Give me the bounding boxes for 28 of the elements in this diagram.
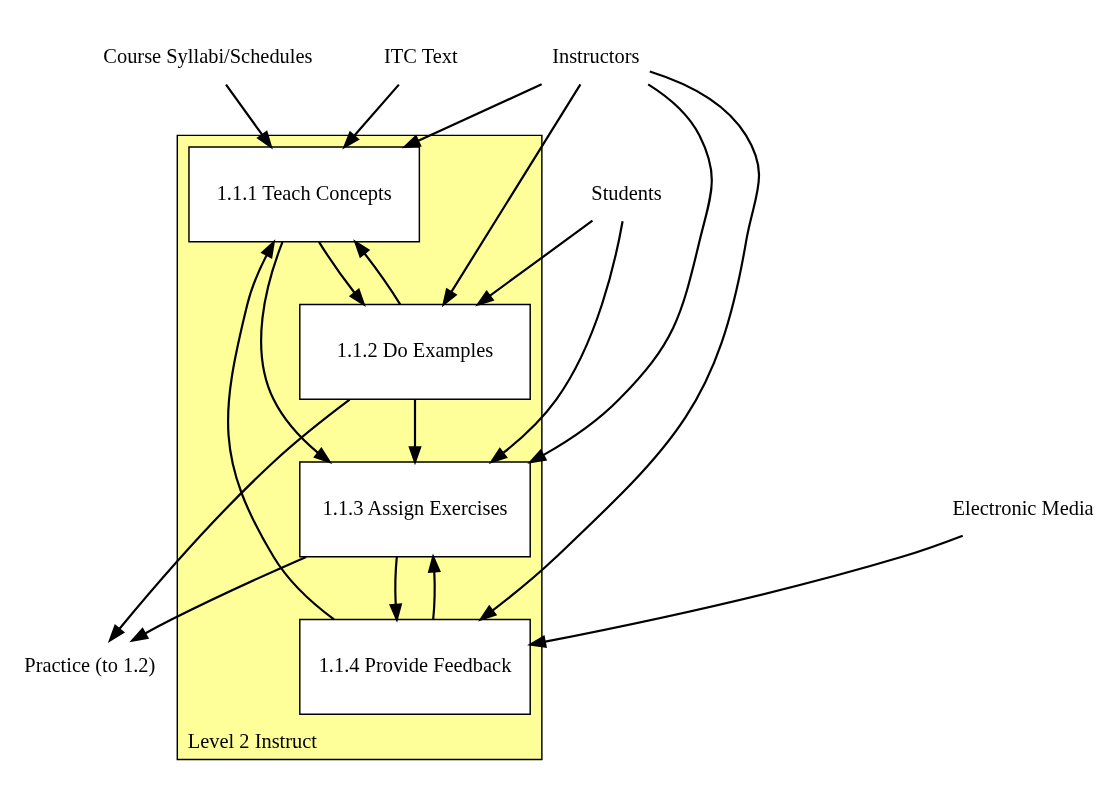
arrow	[527, 534, 964, 648]
arrow	[107, 398, 351, 643]
arrow	[318, 240, 366, 307]
node-box: 1.1.2 Do Examples	[299, 303, 531, 400]
arrow	[478, 69, 760, 621]
node-text: Course Syllabi/Schedules	[103, 44, 313, 67]
node-text: Electronic Media	[952, 496, 1094, 519]
arrow	[389, 556, 403, 623]
arrow	[227, 238, 335, 620]
arrow	[353, 238, 402, 305]
node-text: ITC Text	[384, 44, 458, 67]
arrow	[488, 220, 624, 464]
node-text: Students	[591, 181, 662, 204]
node-text: Instructors	[552, 44, 640, 67]
arrow	[427, 553, 441, 619]
arrow	[401, 82, 543, 148]
arrow	[129, 555, 307, 642]
arrow	[260, 241, 333, 464]
node-box: 1.1.1 Teach Concepts	[188, 145, 421, 243]
node-text: Practice (to 1.2)	[24, 653, 156, 676]
arrow	[408, 398, 422, 465]
arrow	[527, 82, 713, 464]
arrow	[225, 83, 273, 150]
node-box: 1.1.4 Provide Feedback	[299, 618, 531, 715]
node-box: 1.1.3 Assign Exercises	[299, 460, 531, 558]
arrow	[441, 83, 582, 307]
arrow	[475, 219, 594, 306]
arrow	[342, 83, 400, 149]
